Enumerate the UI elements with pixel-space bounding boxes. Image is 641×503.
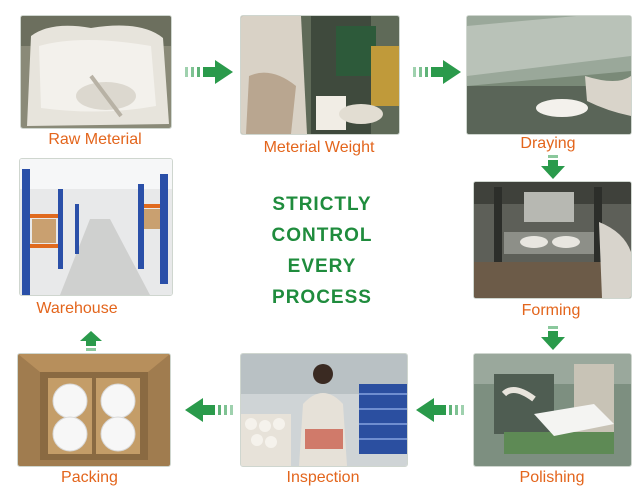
raw-material-label: Raw Meterial — [48, 131, 142, 148]
drying-label: Draying — [520, 135, 576, 152]
forming-photo — [473, 181, 632, 299]
arrow-left-icon — [416, 398, 464, 422]
material-weight-label: Meterial Weight — [263, 139, 375, 156]
headline-line-3: EVERY — [287, 256, 357, 277]
material-weight-photo — [240, 15, 400, 135]
polishing-label: Polishing — [519, 469, 585, 486]
raw-material-photo — [20, 15, 172, 129]
arrow-right-icon — [413, 60, 461, 84]
forming-label: Forming — [521, 302, 581, 319]
packing-photo — [17, 353, 171, 467]
headline-line-1: STRICTLY — [272, 194, 372, 215]
arrow-left-icon — [185, 398, 233, 422]
arrow-down-icon — [541, 155, 565, 179]
arrow-right-icon — [185, 60, 233, 84]
headline-line-4: PROCESS — [272, 287, 372, 308]
headline-line-2: CONTROL — [271, 225, 373, 246]
inspection-label: Inspection — [286, 469, 360, 486]
arrow-down-icon — [541, 326, 565, 350]
arrow-up-icon — [80, 331, 102, 351]
packing-label: Packing — [61, 469, 118, 486]
headline: STRICTLY CONTROL EVERY PROCESS — [236, 189, 408, 313]
drying-photo — [466, 15, 632, 135]
warehouse-label: Warehouse — [36, 300, 118, 317]
warehouse-photo — [19, 158, 173, 296]
inspection-photo — [240, 353, 408, 467]
polishing-photo — [473, 353, 632, 467]
